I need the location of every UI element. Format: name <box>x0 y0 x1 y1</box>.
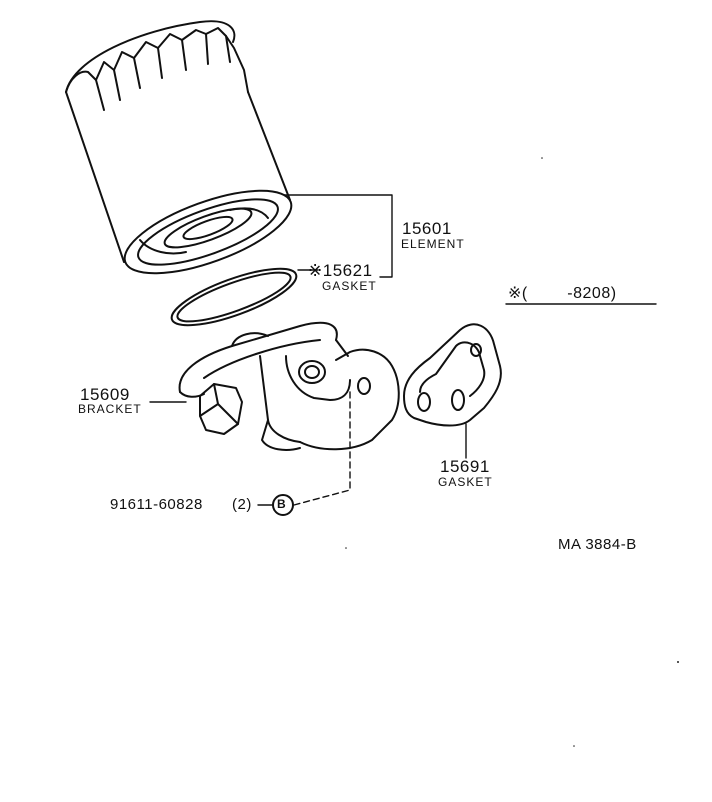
part-number-gasket-side: 15691 <box>440 457 490 476</box>
bolt-symbol <box>272 494 294 516</box>
oil-filter-element <box>65 20 293 275</box>
leader-lines <box>149 194 657 506</box>
part-name-bracket: BRACKET <box>78 402 142 416</box>
part-number-bracket: 15609 <box>80 385 130 404</box>
part-number-bolt: 91611-60828 <box>110 496 203 513</box>
part-name-gasket-top: GASKET <box>322 279 377 293</box>
o-ring-gasket <box>170 267 298 327</box>
part-name-element: ELEMENT <box>401 237 465 251</box>
drawing-code: MA 3884-B <box>558 536 637 553</box>
part-number-element: 15601 <box>402 219 452 238</box>
part-name-gasket-side: GASKET <box>438 475 493 489</box>
bracket <box>178 321 400 451</box>
bolt-symbol-letter: B <box>277 497 286 511</box>
bolt-quantity: (2) <box>232 496 252 513</box>
applicability-note: ※( -8208) <box>508 285 617 302</box>
scan-specks <box>345 157 679 747</box>
side-gasket <box>403 323 502 427</box>
part-number-gasket-top: ※15621 <box>308 261 373 280</box>
